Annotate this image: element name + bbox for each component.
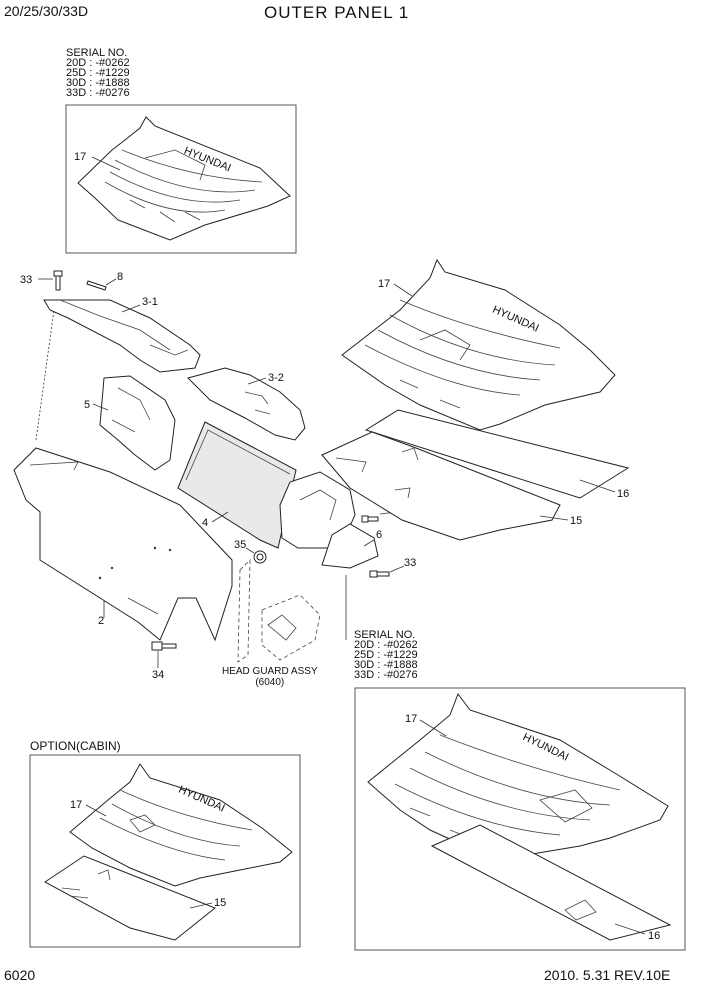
serial-note-right: SERIAL NO. 20D : -#0262 25D : -#1229 30D… — [354, 629, 418, 681]
serial-line: 30D : -#1888 — [354, 659, 418, 671]
callout-5: 5 — [84, 399, 90, 411]
leader-line — [35, 309, 55, 441]
leader-line — [614, 923, 646, 935]
floor-mat-cabin-17: HYUNDAI — [69, 763, 293, 887]
serial-line: 20D : -#0262 — [66, 57, 130, 69]
leader-line — [363, 539, 375, 547]
floor-mat-cabin-15 — [44, 855, 216, 941]
leader-line — [92, 403, 109, 411]
leader-line — [539, 515, 569, 521]
inset-box-top — [65, 104, 297, 254]
bolt-33 — [369, 570, 390, 578]
serial-line: 25D : -#1229 — [66, 67, 130, 79]
leader-line — [121, 304, 141, 313]
page-title: OUTER PANEL 1 — [264, 3, 410, 22]
option-cabin-label: OPTION(CABIN) — [30, 739, 121, 753]
callout-17: 17 — [70, 799, 82, 811]
revision-date: 2010. 5.31 REV.10E — [544, 967, 671, 983]
page-number: 6020 — [4, 967, 36, 983]
bracket-5 — [99, 375, 176, 471]
callout-3-2: 3-2 — [268, 372, 284, 384]
callout-15: 15 — [214, 897, 226, 909]
inset-box-right — [354, 687, 686, 951]
head-guard-sketch — [237, 559, 321, 663]
serial-line: 33D : -#0276 — [354, 669, 418, 681]
callout-2: 2 — [98, 615, 104, 627]
floor-mat-right-16 — [430, 824, 672, 941]
panel-3-2 — [187, 367, 306, 441]
callout-17: 17 — [378, 278, 390, 290]
leader-line — [105, 278, 117, 286]
callout-3-1: 3-1 — [142, 296, 158, 308]
callout-17: 17 — [405, 713, 417, 725]
floor-mat-16 — [364, 409, 630, 499]
floor-mat-top: HYUNDAI — [77, 116, 291, 241]
side-panel-2 — [13, 447, 233, 642]
leader-line — [189, 902, 213, 909]
leader-line — [579, 479, 616, 493]
leader-line — [91, 156, 121, 171]
callout-33: 33 — [20, 274, 32, 286]
callout-17: 17 — [74, 151, 86, 163]
callout-8: 8 — [117, 271, 123, 283]
leader-line — [247, 377, 267, 385]
bolt-33 — [361, 515, 379, 523]
callout-4: 4 — [202, 517, 208, 529]
head-guard-name: HEAD GUARD ASSY — [222, 666, 318, 677]
cover-6 — [279, 471, 379, 569]
head-guard-label: HEAD GUARD ASSY (6040) — [222, 666, 318, 688]
leader-line — [85, 804, 107, 817]
serial-line: 20D : -#0262 — [354, 639, 418, 651]
callout-15: 15 — [570, 515, 582, 527]
callout-16: 16 — [617, 488, 629, 500]
panel-3-1 — [43, 299, 201, 373]
callout-6: 6 — [376, 529, 382, 541]
callout-34: 34 — [152, 669, 164, 681]
leader-line — [245, 547, 255, 554]
leader-line — [389, 565, 405, 573]
serial-heading: SERIAL NO. — [66, 47, 128, 59]
pin-8 — [86, 280, 107, 291]
model-label: 20/25/30/33D — [4, 3, 89, 19]
bolt-33 — [53, 270, 63, 291]
serial-line: 25D : -#1229 — [354, 649, 418, 661]
leader-line — [211, 511, 229, 523]
callout-16: 16 — [648, 930, 660, 942]
serial-note-top: SERIAL NO. 20D : -#0262 25D : -#1229 30D… — [66, 47, 130, 99]
callout-35: 35 — [234, 539, 246, 551]
bolt-34 — [151, 641, 177, 651]
leader-line — [393, 283, 413, 297]
inset-box-cabin — [29, 754, 301, 948]
serial-line: 30D : -#1888 — [66, 77, 130, 89]
floor-mat-15 — [321, 431, 561, 541]
head-guard-ref: (6040) — [255, 677, 285, 688]
callout-33: 33 — [404, 557, 416, 569]
grommet-35 — [253, 550, 267, 564]
leader-line — [419, 719, 447, 737]
serial-line: 33D : -#0276 — [66, 87, 130, 99]
serial-heading: SERIAL NO. — [354, 629, 416, 641]
floor-mat-17: HYUNDAI — [341, 258, 616, 431]
